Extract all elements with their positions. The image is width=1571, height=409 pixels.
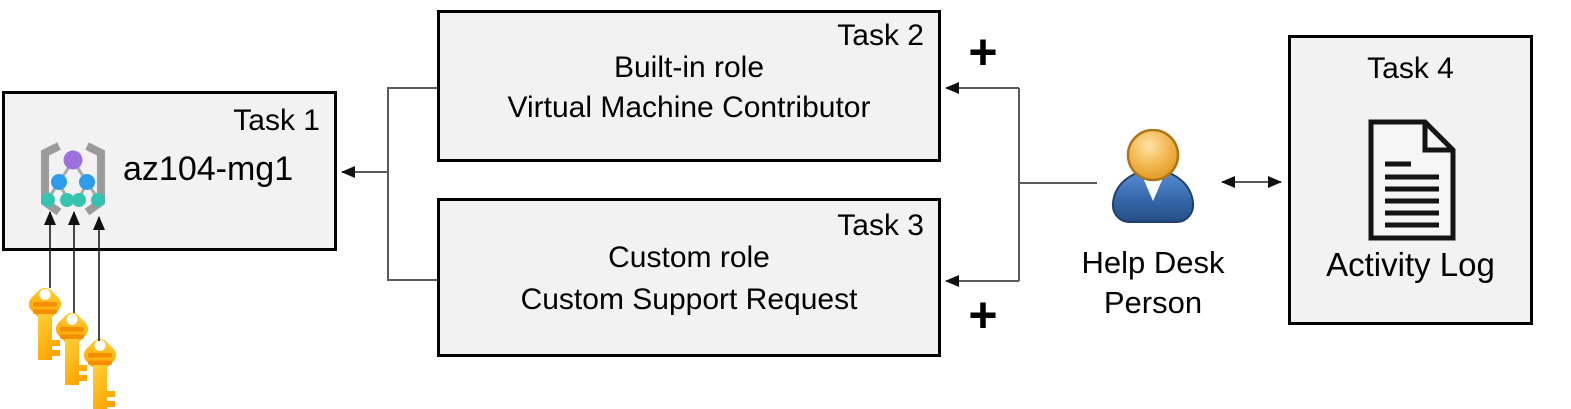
task2-box: Task 2 Built-in role Virtual Machine Con… (437, 10, 941, 162)
actor-label-line1: Help Desk (1081, 245, 1225, 280)
tree-root-node (63, 150, 83, 170)
tree-leaf-node (41, 193, 55, 207)
tree-leaf-node (60, 193, 74, 207)
task1-title: Task 1 (233, 104, 320, 137)
task4-caption: Activity Log (1326, 246, 1495, 283)
task1-box: Task 1 az104-mg1 (2, 91, 337, 251)
management-group-icon (41, 142, 105, 216)
task4-box: Task 4 Activity Log (1288, 35, 1533, 325)
bracket-glyphs (41, 142, 105, 216)
task3-box: Task 3 Custom role Custom Support Reques… (437, 198, 941, 357)
document-icon (1368, 119, 1456, 241)
person-icon (1111, 129, 1195, 223)
task3-role-name: Custom Support Request (520, 283, 858, 316)
actor-label-line2: Person (1103, 285, 1203, 320)
task3-title: Task 3 (837, 209, 924, 242)
task3-role-type: Custom role (608, 241, 770, 274)
task2-role-type: Built-in role (613, 51, 765, 84)
task2-title: Task 2 (837, 19, 924, 52)
person-head (1126, 129, 1180, 182)
tree-leaf-node (91, 193, 105, 207)
tree-leaf-node (72, 193, 86, 207)
document-lines (1385, 161, 1439, 228)
task2-role-name: Virtual Machine Contributor (507, 91, 871, 124)
task4-title: Task 4 (1367, 52, 1454, 85)
plus-sign-top: + (968, 24, 998, 80)
tree-mid-node (51, 174, 67, 190)
plus-sign-bottom: + (968, 287, 998, 343)
keys-group (8, 270, 198, 409)
actor-label: Help Desk Person (1063, 243, 1243, 323)
connector-left-bracket (387, 87, 437, 281)
management-group-name: az104-mg1 (123, 150, 294, 188)
tree-mid-node (79, 174, 95, 190)
